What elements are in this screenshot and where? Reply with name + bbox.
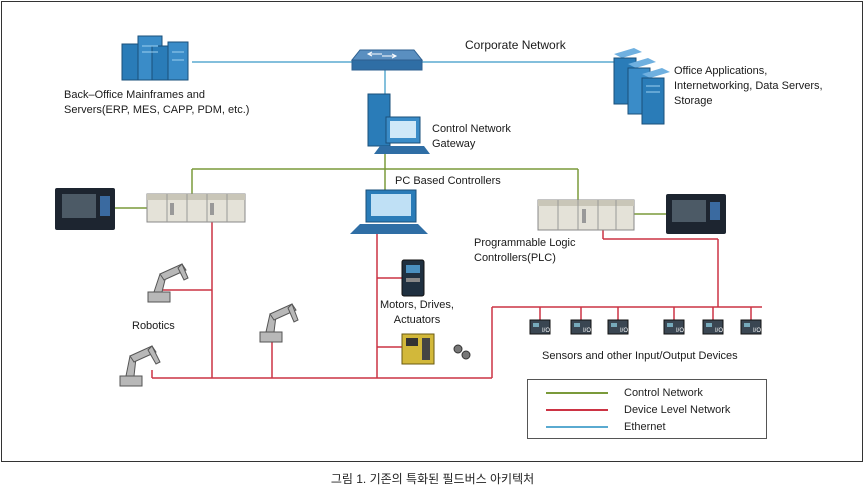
io-tag: I/O xyxy=(715,328,723,334)
legend-swatch-device xyxy=(546,409,608,411)
network-switch-icon xyxy=(350,49,424,71)
plc-label: Programmable Logic Controllers(PLC) xyxy=(474,237,576,264)
io-module-icon-5 xyxy=(702,319,724,335)
legend-swatch-ethernet xyxy=(546,426,608,428)
legend-label: Ethernet xyxy=(624,421,666,433)
io-tag: I/O xyxy=(620,328,628,334)
legend-label: Device Level Network xyxy=(624,404,731,416)
back-office-label: Back–Office Mainframes and Servers(ERP, … xyxy=(64,89,250,116)
hmi-panel-left-icon xyxy=(55,188,115,230)
legend-label: Control Network xyxy=(624,387,703,399)
motor-drive-icon xyxy=(401,259,425,297)
io-module-icon-3 xyxy=(607,319,629,335)
gateway-label: Control Network Gateway xyxy=(432,123,511,150)
office-servers-icon xyxy=(613,48,670,125)
legend-item-device: Device Level Network xyxy=(546,402,761,418)
io-tag: I/O xyxy=(753,328,761,334)
hmi-panel-right-icon xyxy=(666,194,726,234)
io-module-icon-4 xyxy=(663,319,685,335)
architecture-diagram: I/O I/O I/O I/O I/O I/O xyxy=(55,35,762,387)
control-network-links xyxy=(115,152,666,215)
io-module-icon-6 xyxy=(740,319,762,335)
gateway-computer-icon xyxy=(367,93,430,154)
io-module-icon-1 xyxy=(529,319,551,335)
legend: Control Network Device Level Network Eth… xyxy=(527,379,767,439)
legend-item-control: Control Network xyxy=(546,385,761,401)
io-devices: I/O I/O I/O I/O I/O I/O xyxy=(529,319,762,335)
plc-rack-right-icon xyxy=(537,199,635,231)
robot-arm-icon-3 xyxy=(119,345,161,387)
io-tag: I/O xyxy=(542,328,550,334)
figure-frame: I/O I/O I/O I/O I/O I/O Corporate Networ… xyxy=(1,1,863,462)
device-network-links xyxy=(151,222,762,379)
mainframe-servers-icon xyxy=(121,35,189,81)
figure-caption: 그림 1. 기존의 특화된 필드버스 아키텍처 xyxy=(330,472,535,486)
ethernet-links xyxy=(192,61,614,94)
motors-label: Motors, Drives, Actuators xyxy=(380,299,454,326)
legend-swatch-control xyxy=(546,392,608,394)
pc-controllers-label: PC Based Controllers xyxy=(395,175,501,187)
legend-item-ethernet: Ethernet xyxy=(546,419,761,435)
robot-arm-icon-2 xyxy=(259,303,299,343)
corporate-network-label: Corporate Network xyxy=(465,38,566,52)
plc-rack-left-icon xyxy=(146,193,246,223)
office-applications-label: Office Applications, Internetworking, Da… xyxy=(674,65,823,107)
io-module-icon-2 xyxy=(570,319,592,335)
io-tag: I/O xyxy=(583,328,591,334)
io-tag: I/O xyxy=(676,328,684,334)
robotics-label: Robotics xyxy=(132,320,175,332)
robot-arm-icon-1 xyxy=(147,263,189,303)
actuator-icon xyxy=(401,333,471,365)
pc-controller-icon xyxy=(350,189,428,234)
sensors-label: Sensors and other Input/Output Devices xyxy=(542,350,738,362)
